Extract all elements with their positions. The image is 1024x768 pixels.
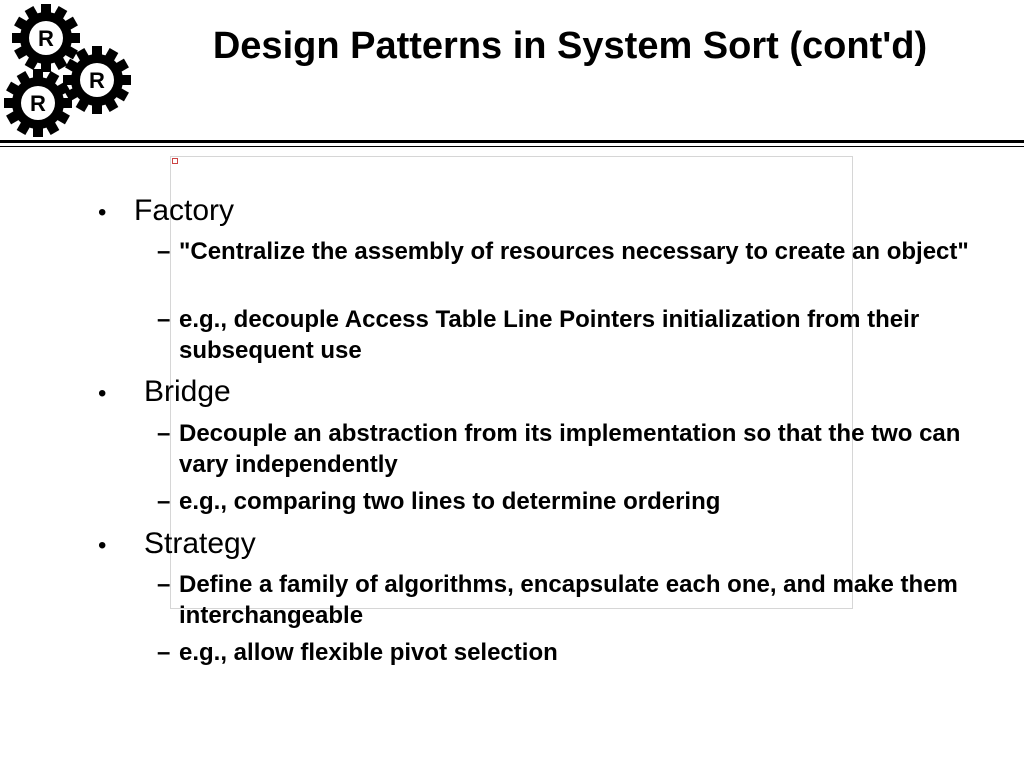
list-item-label: Strategy (144, 527, 256, 560)
logo-letter: R (38, 26, 54, 51)
dash-icon: – (157, 571, 171, 598)
dash-icon: – (157, 306, 171, 333)
bullet-icon: • (98, 199, 107, 226)
broken-image-icon (172, 158, 178, 164)
list-item-label: Factory (134, 194, 235, 227)
sub-list-item-text: e.g., decouple Access Table Line Pointer… (179, 306, 920, 364)
sub-list-item-text: "Centralize the assembly of resources ne… (179, 238, 969, 265)
dash-icon: – (157, 420, 171, 447)
slide-title: Design Patterns in System Sort (cont'd) (212, 25, 928, 67)
bullet-icon: • (98, 532, 107, 559)
sub-list-item-text: Define a family of algorithms, encapsula… (179, 571, 958, 629)
title-divider-thick (0, 140, 1024, 143)
embedded-image-frame (170, 156, 853, 609)
logo-letter: R (89, 68, 105, 93)
title-divider-thin (0, 146, 1024, 147)
dash-icon: – (157, 238, 171, 265)
dash-icon: – (157, 488, 171, 515)
sub-list-item-text: e.g., allow flexible pivot selection (179, 639, 558, 666)
sub-list-item-text: Decouple an abstraction from its impleme… (179, 420, 961, 478)
logo-letter: R (30, 91, 46, 116)
gear-logo-icon: R R R (4, 4, 131, 137)
list-item-label: Bridge (144, 375, 231, 408)
bullet-icon: • (98, 380, 107, 407)
sub-list-item-text: e.g., comparing two lines to determine o… (179, 488, 721, 515)
dash-icon: – (157, 639, 171, 666)
